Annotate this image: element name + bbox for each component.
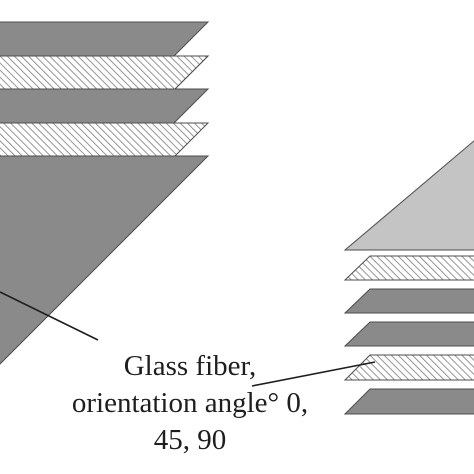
callout-line-1: Glass fiber, (123, 350, 257, 382)
leader-line-left (0, 291, 99, 341)
right-stack-ply-4-solid (343, 321, 474, 347)
left-stack-ply-5-solid (0, 155, 210, 365)
left-laminate-stack (0, 21, 210, 365)
glass-fiber-callout: Glass fiber, orientation angle° 0, 45, 9… (40, 348, 340, 459)
right-stack-ply-6-solid (343, 388, 474, 415)
right-stack-ply-3-solid (343, 288, 474, 314)
right-stack-ply-2-hatched (343, 255, 474, 281)
right-stack-ply-5-hatched (343, 354, 474, 381)
right-laminate-stack (343, 140, 474, 415)
callout-line-3: 45, 90 (153, 424, 227, 456)
leader-line-right (251, 361, 376, 387)
callout-line-2: orientation angle° 0, (71, 387, 309, 419)
right-stack-ply-1-light (343, 140, 474, 251)
